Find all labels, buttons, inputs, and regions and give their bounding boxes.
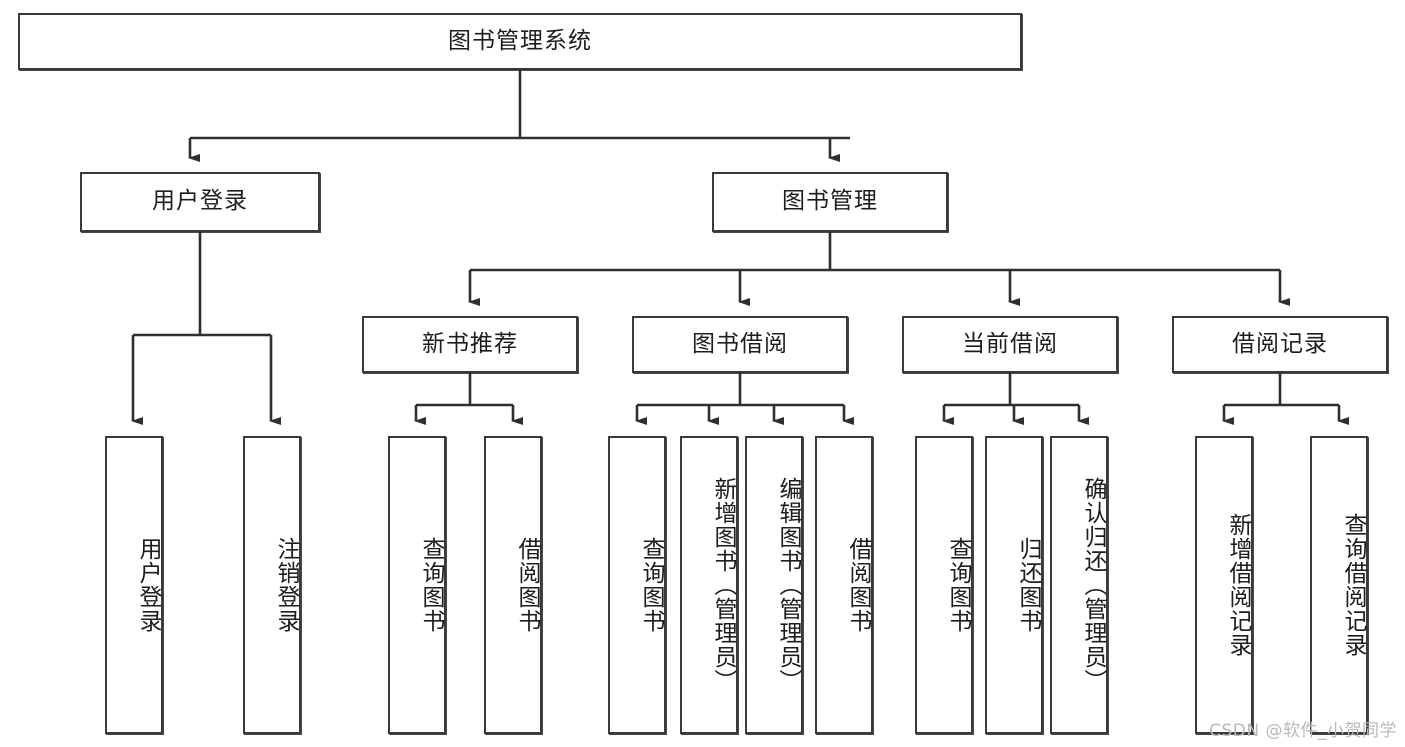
- leaf-currentborrow-return-book[interactable]: 归还图书: [985, 436, 1043, 734]
- leaf-bookborrow-edit-book[interactable]: 编辑图书（管理员）: [745, 436, 803, 734]
- leaf-newbook-borrow-book[interactable]: 借阅图书: [484, 436, 542, 734]
- node-label: 注销登录: [273, 537, 299, 633]
- node-label: 图书管理系统: [448, 27, 592, 54]
- node-label: 查询图书: [638, 537, 664, 633]
- node-label: 借阅图书: [514, 537, 540, 633]
- leaf-borrowrecord-add-record[interactable]: 新增借阅记录: [1195, 436, 1253, 734]
- node-label: 查询图书: [945, 537, 971, 633]
- node-label: 新增借阅记录: [1225, 513, 1251, 657]
- node-label: 借阅图书: [845, 537, 871, 633]
- leaf-bookborrow-add-book[interactable]: 新增图书（管理员）: [680, 436, 738, 734]
- node-label: 新书推荐: [422, 330, 518, 357]
- node-borrow-record[interactable]: 借阅记录: [1172, 316, 1388, 373]
- leaf-currentborrow-confirm-return[interactable]: 确认归还（管理员）: [1050, 436, 1108, 734]
- node-label: 用户登录: [135, 537, 161, 633]
- node-label: 图书借阅: [692, 330, 788, 357]
- node-user-login[interactable]: 用户登录: [80, 172, 320, 232]
- node-label: 编辑图书（管理员）: [775, 477, 801, 693]
- node-book-management[interactable]: 图书管理: [712, 172, 948, 232]
- node-label: 查询图书: [418, 537, 444, 633]
- node-root-system[interactable]: 图书管理系统: [18, 13, 1022, 70]
- node-book-borrow[interactable]: 图书借阅: [632, 316, 848, 373]
- leaf-newbook-query-book[interactable]: 查询图书: [388, 436, 446, 734]
- node-label: 用户登录: [152, 188, 248, 215]
- watermark-csdn: CSDN @软件_小贺同学: [1209, 721, 1397, 741]
- leaf-borrowrecord-query-record[interactable]: 查询借阅记录: [1310, 436, 1368, 734]
- leaf-user-login-signout[interactable]: 注销登录: [243, 436, 301, 734]
- leaf-user-login-signin[interactable]: 用户登录: [105, 436, 163, 734]
- node-label: 图书管理: [782, 188, 878, 215]
- leaf-bookborrow-borrow-book[interactable]: 借阅图书: [815, 436, 873, 734]
- node-label: 归还图书: [1015, 537, 1041, 633]
- node-current-borrow[interactable]: 当前借阅: [902, 316, 1118, 373]
- leaf-currentborrow-query-book[interactable]: 查询图书: [915, 436, 973, 734]
- node-new-book-recommend[interactable]: 新书推荐: [362, 316, 578, 373]
- node-label: 查询借阅记录: [1340, 513, 1366, 657]
- node-label: 确认归还（管理员）: [1080, 477, 1106, 693]
- node-label: 借阅记录: [1232, 330, 1328, 357]
- node-label: 当前借阅: [962, 330, 1058, 357]
- leaf-bookborrow-query-book[interactable]: 查询图书: [608, 436, 666, 734]
- node-label: 新增图书（管理员）: [710, 477, 736, 693]
